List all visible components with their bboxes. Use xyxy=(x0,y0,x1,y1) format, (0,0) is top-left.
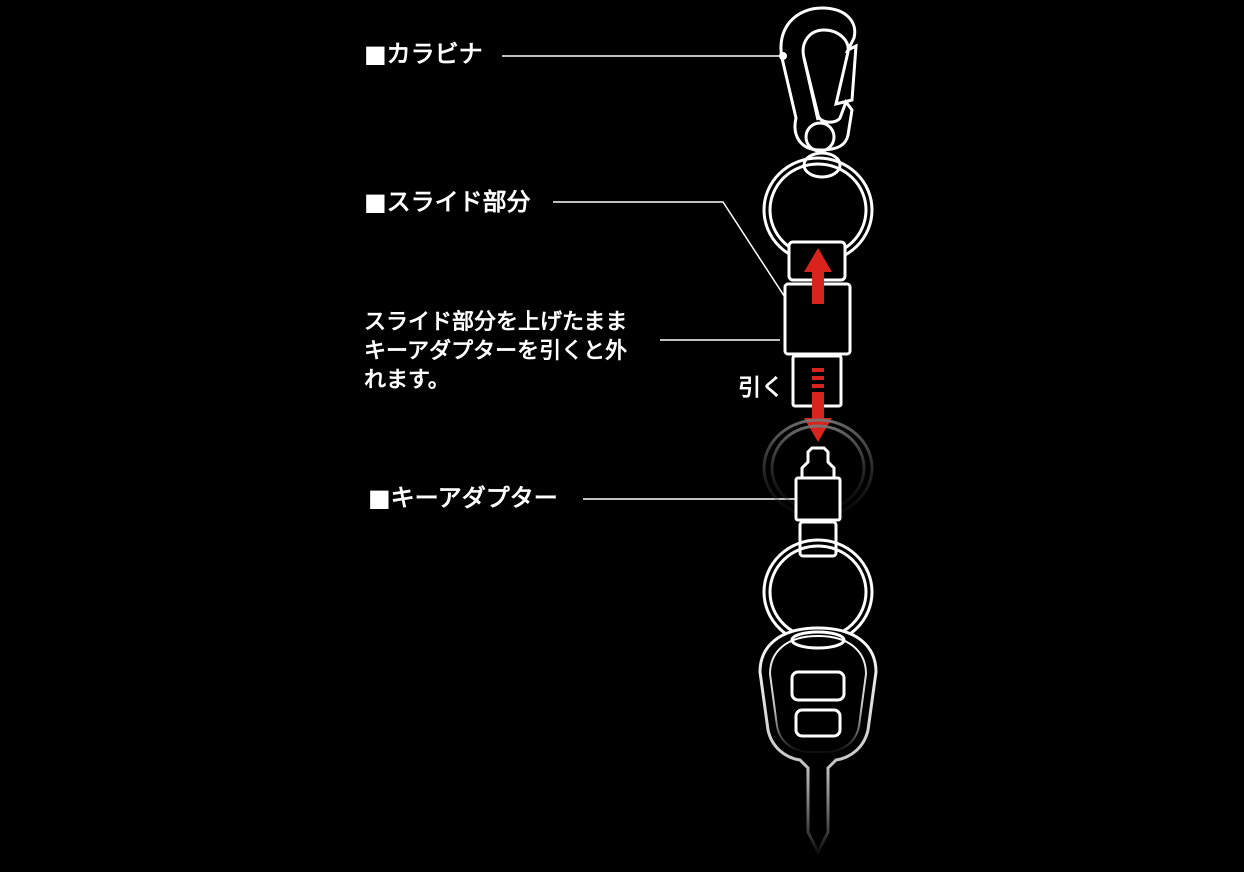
slide-part-label: ■スライド部分 xyxy=(364,188,531,216)
down-arrow-icon xyxy=(804,368,832,442)
carabiner-shape xyxy=(779,6,858,153)
leader-line-slide xyxy=(553,201,793,309)
instruction-line: キーアダプターを引くと外 xyxy=(364,339,628,364)
carabiner-label: ■カラビナ xyxy=(364,40,483,68)
pull-label: 引く xyxy=(738,375,784,401)
instruction-line: れます。 xyxy=(364,368,450,393)
key-adapter-label: ■キーアダプター xyxy=(368,484,558,512)
car-key-shape xyxy=(758,626,878,856)
removal-instruction: スライド部分を上げたまま キーアダプターを引くと外 れます。 xyxy=(364,308,627,395)
up-arrow-icon xyxy=(804,248,832,304)
instruction-line: スライド部分を上げたまま xyxy=(364,310,628,335)
